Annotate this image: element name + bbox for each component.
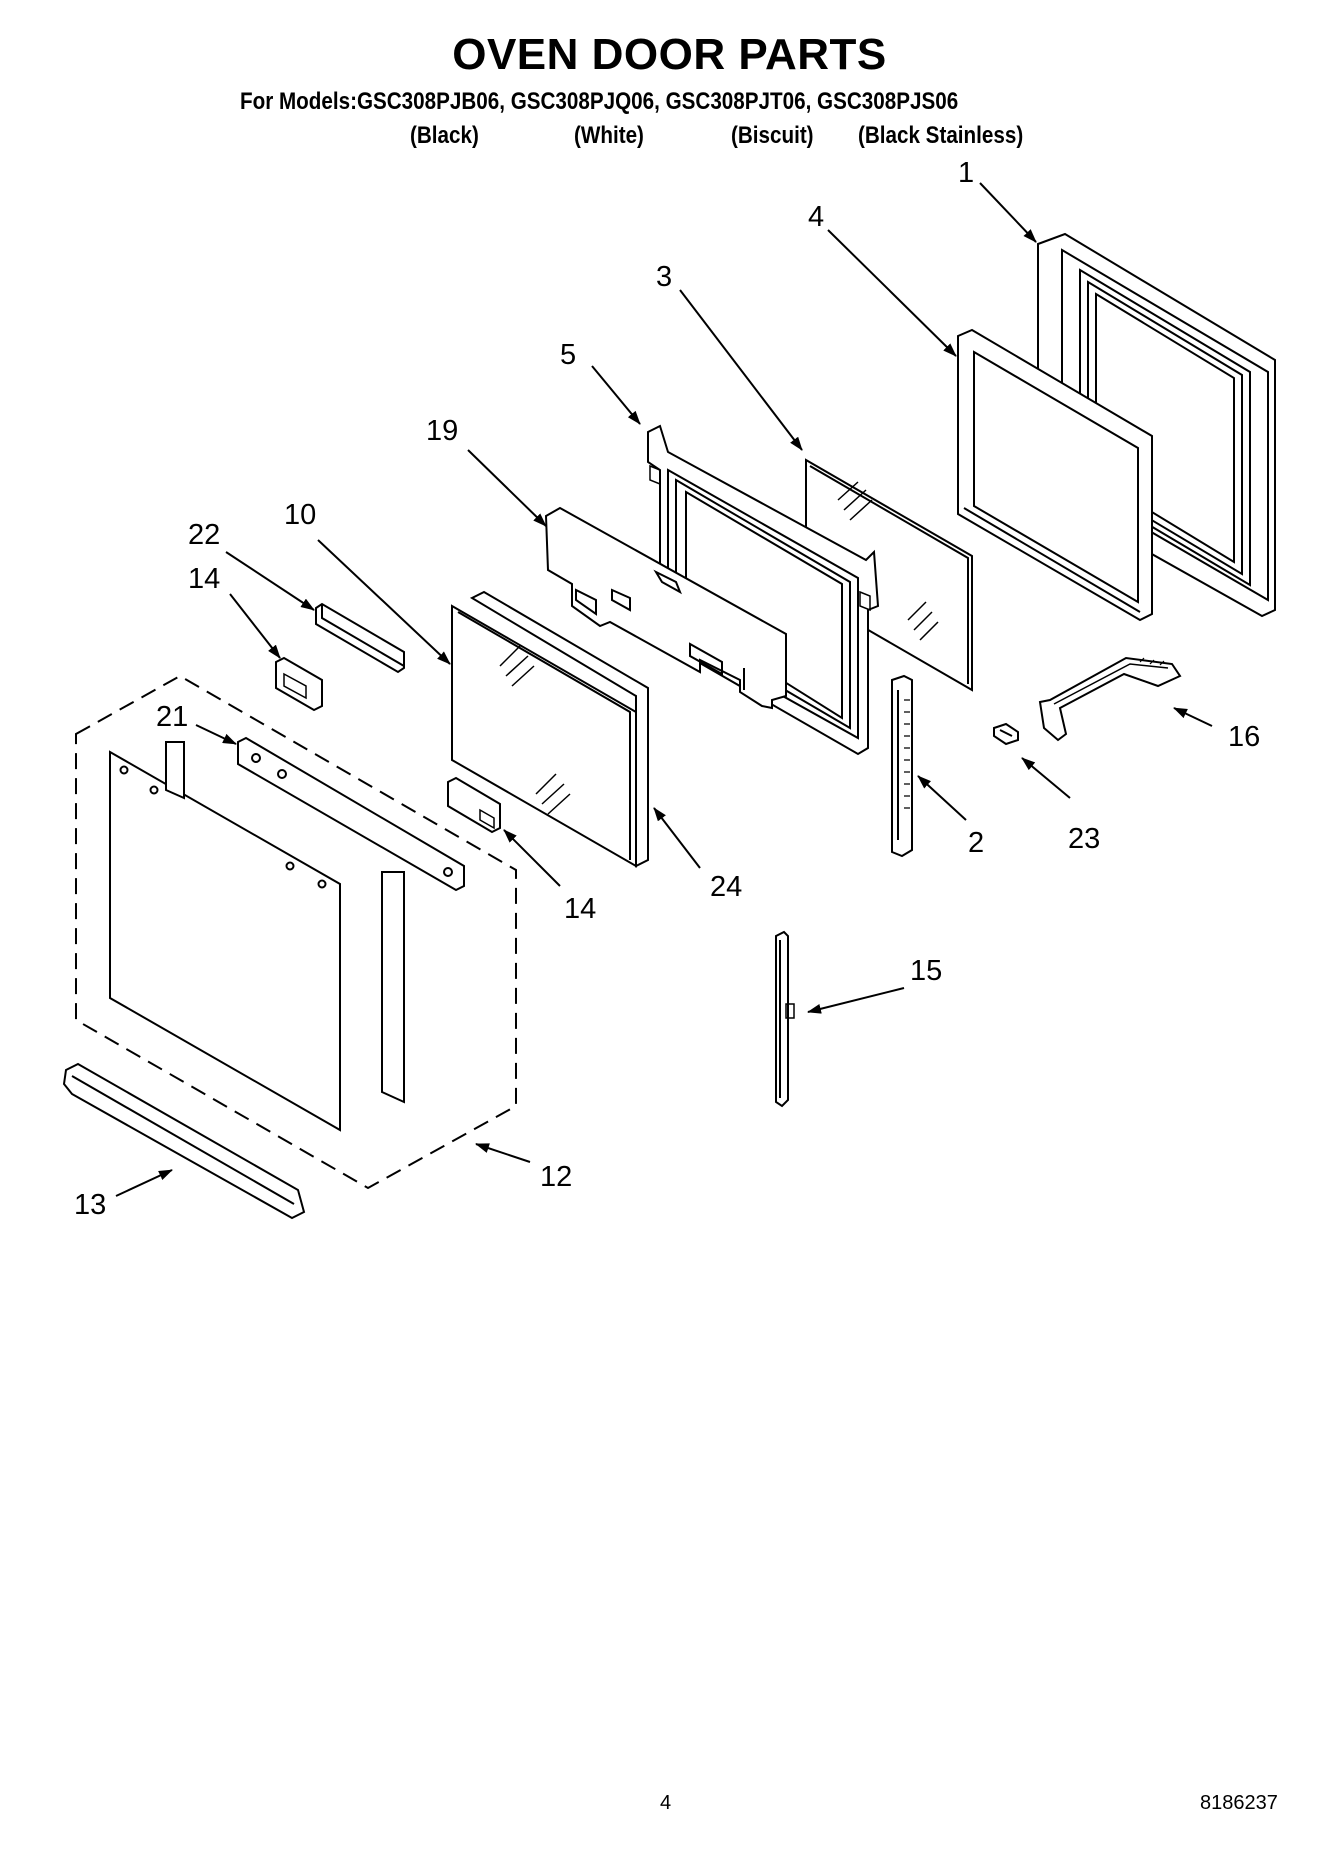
page-title: OVEN DOOR PARTS (452, 30, 887, 79)
model-list: For Models:GSC308PJB06, GSC308PJQ06, GSC… (240, 88, 959, 115)
part-16-vent-duct (1038, 656, 1182, 742)
part-12-outer-door-assembly (75, 674, 517, 1190)
part-2-door-hinge (891, 674, 913, 858)
callout-2: 2 (968, 827, 984, 859)
part-14-hinge-clip-lower (447, 776, 501, 834)
part-13-door-handle (62, 1062, 306, 1220)
color-biscuit: (Biscuit) (731, 122, 814, 149)
part-14-hinge-clip-upper (275, 656, 323, 712)
part-21-trim-strip (237, 736, 465, 892)
document-number: 8186237 (1200, 1792, 1278, 1814)
callout-19: 19 (426, 415, 458, 447)
callout-1: 1 (958, 157, 974, 189)
color-black-stainless: (Black Stainless) (858, 122, 1024, 149)
part-19-insulation-shield (544, 506, 787, 710)
callout-14-lower: 14 (564, 893, 596, 925)
part-10-inner-glass (451, 590, 649, 868)
callout-4: 4 (808, 201, 824, 233)
callout-21: 21 (156, 701, 188, 733)
color-black: (Black) (410, 122, 479, 149)
callout-23: 23 (1068, 823, 1100, 855)
callout-13: 13 (74, 1189, 106, 1221)
callout-24: 24 (710, 871, 742, 903)
part-4-door-frame (957, 328, 1153, 622)
callout-22: 22 (188, 519, 220, 551)
part-15-hinge-receiver (775, 930, 795, 1108)
part-23-clip (993, 722, 1019, 746)
callout-3: 3 (656, 261, 672, 293)
callout-14-upper: 14 (188, 563, 220, 595)
callout-12: 12 (540, 1161, 572, 1193)
color-white: (White) (574, 122, 644, 149)
callout-16: 16 (1228, 721, 1260, 753)
callout-5: 5 (560, 339, 576, 371)
leader-lines (115, 182, 1213, 1197)
part-22-bracket (315, 602, 405, 674)
callout-10: 10 (284, 499, 316, 531)
part-5-inner-door-frame (647, 424, 880, 756)
page-number: 4 (660, 1792, 672, 1814)
callout-15: 15 (910, 955, 942, 987)
